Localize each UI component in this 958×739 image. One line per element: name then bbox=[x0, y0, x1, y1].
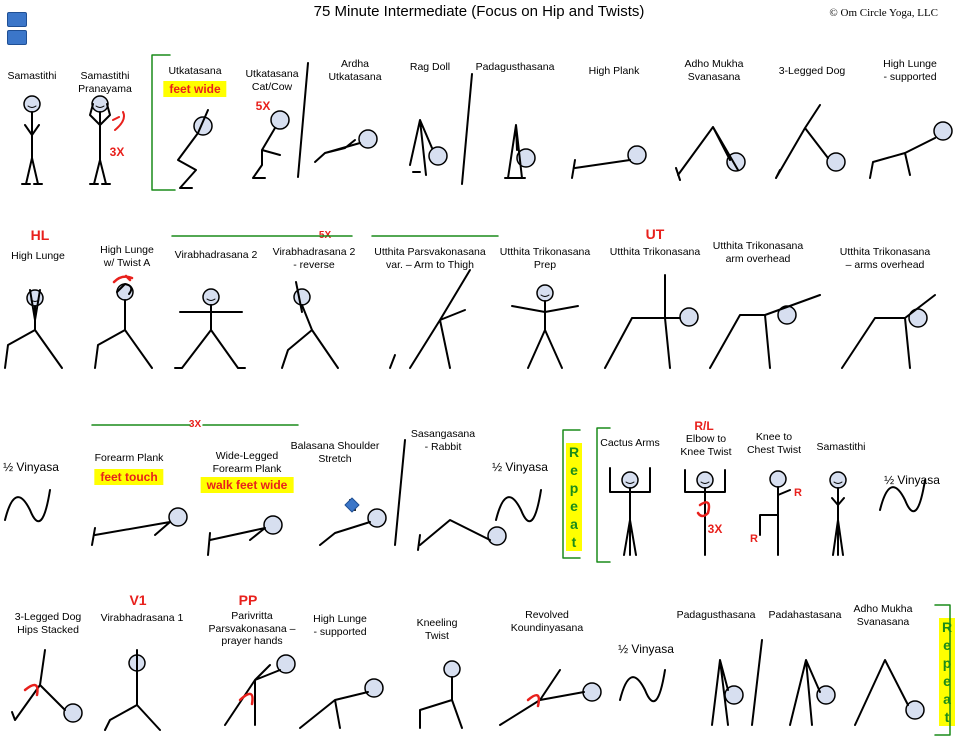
pose-label: Utthita Trikonasana bbox=[609, 246, 701, 258]
tag-pp: PP bbox=[238, 592, 258, 608]
count-badge: 3X bbox=[188, 419, 202, 430]
pose-label: Samastithi bbox=[7, 70, 57, 82]
count-badge: 3X bbox=[109, 145, 125, 159]
half-vinyasa-label: ½ Vinyasa bbox=[492, 460, 548, 474]
count-badge: 5X bbox=[255, 99, 271, 113]
tag-r: R bbox=[794, 487, 802, 499]
pose-label: Cactus Arms bbox=[600, 437, 660, 449]
nav-button-up[interactable] bbox=[7, 12, 27, 27]
pose-label: High Plank bbox=[588, 65, 640, 77]
pose-label: High Lunge- supported bbox=[883, 58, 937, 83]
tag-v1: V1 bbox=[129, 592, 147, 608]
note-walk-feet-wide: walk feet wide bbox=[200, 477, 294, 493]
pose-label: 3-Legged Dog bbox=[778, 65, 846, 77]
pose-label: Virabhadrasana 2 bbox=[174, 249, 258, 261]
pose-label: Padagusthasana bbox=[475, 61, 555, 73]
pose-label: High Lunge bbox=[11, 250, 65, 262]
count-badge: 3X bbox=[707, 522, 723, 536]
note-feet-wide: feet wide bbox=[163, 81, 227, 97]
pose-label: Utkatasana bbox=[168, 65, 222, 77]
figure-heads bbox=[23, 95, 953, 723]
pose-label: Utthita Trikonasana– arms overhead bbox=[839, 246, 931, 271]
half-vinyasa-label: ½ Vinyasa bbox=[3, 460, 59, 474]
pose-label: Virabhadrasana 1 bbox=[100, 612, 184, 624]
pose-label: Padahastasana bbox=[768, 609, 842, 621]
tag-hl: HL bbox=[30, 227, 50, 243]
pose-label: Sasangasana- Rabbit bbox=[410, 428, 476, 453]
half-vinyasa-label: ½ Vinyasa bbox=[884, 473, 940, 487]
note-feet-touch: feet touch bbox=[94, 469, 164, 485]
copyright: © Om Circle Yoga, LLC bbox=[829, 7, 938, 19]
nav-button-down[interactable] bbox=[7, 30, 27, 45]
half-vinyasa-label: ½ Vinyasa bbox=[618, 642, 674, 656]
pose-label: Rag Doll bbox=[409, 61, 451, 73]
page-title: 75 Minute Intermediate (Focus on Hip and… bbox=[313, 3, 645, 20]
pose-label: Virabhadrasana 2- reverse bbox=[272, 246, 356, 271]
pose-label: Forearm Plank bbox=[94, 452, 164, 464]
tag-ut: UT bbox=[645, 226, 665, 242]
pose-label: Samastithi bbox=[816, 441, 866, 453]
pose-label: High Lunge- supported bbox=[313, 613, 367, 638]
pose-label: Padagusthasana bbox=[676, 609, 756, 621]
tag-r: R bbox=[750, 533, 758, 545]
tag-rl: R/L bbox=[694, 419, 714, 433]
